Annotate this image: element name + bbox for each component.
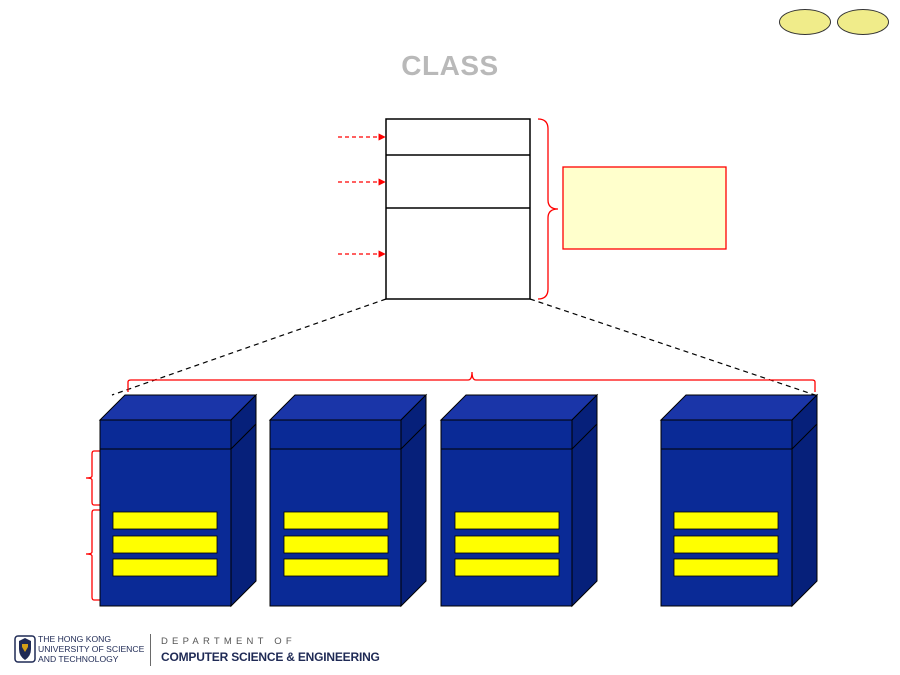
attribute-bar — [283, 535, 389, 554]
object-side-face — [230, 393, 257, 608]
object-2 — [268, 393, 428, 608]
object-top-face — [98, 394, 258, 421]
objects-brace — [127, 371, 816, 392]
class-box-outline — [385, 118, 531, 300]
object-state-brace — [85, 450, 100, 506]
attribute-bar — [673, 511, 779, 530]
department-label: DEPARTMENT OF — [161, 636, 296, 647]
university-name: THE HONG KONG UNIVERSITY OF SCIENCE AND … — [38, 634, 144, 664]
attribute-bar — [673, 535, 779, 554]
footer-divider — [150, 634, 151, 666]
department-name: COMPUTER SCIENCE & ENGINEERING — [161, 650, 380, 664]
attribute-bar — [283, 558, 389, 577]
object-side-face — [571, 393, 598, 608]
class-note-box — [562, 166, 727, 250]
object-top-face — [268, 394, 428, 421]
attribute-bar — [454, 535, 560, 554]
object-1 — [98, 393, 258, 608]
attribute-bar — [283, 511, 389, 530]
object-4 — [659, 393, 819, 608]
class-brace — [537, 118, 559, 300]
university-name-line: THE HONG KONG — [38, 634, 112, 644]
slide-title: CLASS — [401, 50, 499, 81]
university-name-line: UNIVERSITY OF SCIENCE — [38, 644, 145, 654]
attribute-bar — [112, 558, 218, 577]
attribute-bar — [112, 535, 218, 554]
object-top-face — [659, 394, 819, 421]
university-logo-icon — [14, 635, 36, 663]
object-side-divider — [791, 423, 818, 450]
class-box — [385, 118, 531, 300]
previous-slide-button[interactable] — [779, 9, 831, 35]
object-attributes-brace — [85, 509, 100, 601]
attribute-bar — [673, 558, 779, 577]
object-side-divider — [230, 423, 257, 450]
next-slide-button[interactable] — [837, 9, 889, 35]
instantiation-line-left — [111, 298, 387, 396]
attribute-bar — [454, 511, 560, 530]
attribute-bar — [454, 558, 560, 577]
object-side-face — [791, 393, 818, 608]
attribute-bar — [112, 511, 218, 530]
object-side-divider — [400, 423, 427, 450]
object-side-face — [400, 393, 427, 608]
object-side-divider — [571, 423, 598, 450]
object-3 — [439, 393, 599, 608]
university-name-line: AND TECHNOLOGY — [38, 654, 119, 664]
object-top-face — [439, 394, 599, 421]
